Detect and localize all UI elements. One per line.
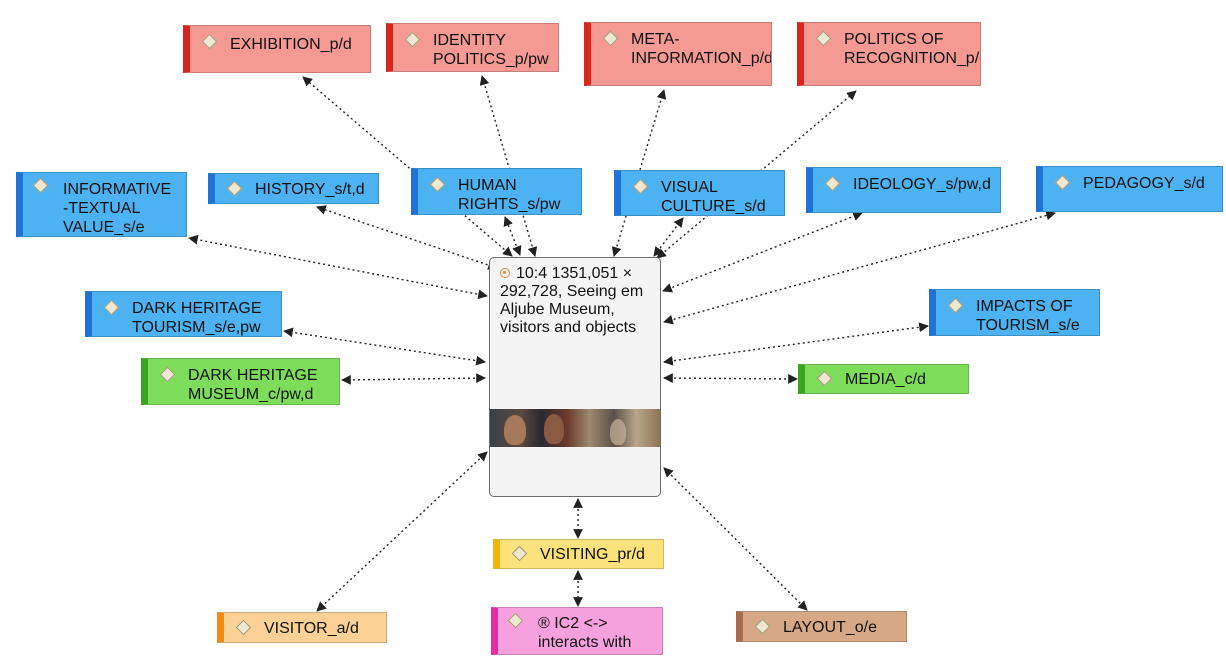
link-media — [663, 373, 798, 384]
node-informative-textual-value[interactable]: INFORMATIVE -TEXTUAL VALUE_s/e — [16, 172, 187, 237]
node-label: META-INFORMATION_p/d — [631, 31, 772, 67]
code-diamond-icon — [226, 180, 243, 197]
node-dark-heritage-tourism[interactable]: DARK HERITAGE TOURISM_s/e,pw — [85, 291, 282, 337]
node-label: ® IC2 <-> interacts with — [538, 615, 632, 651]
code-diamond-icon — [602, 30, 619, 47]
node-media[interactable]: MEDIA_c/d — [798, 364, 969, 394]
code-diamond-icon — [507, 612, 524, 629]
node-label: MEDIA_c/d — [845, 371, 926, 388]
node-label: DARK HERITAGE TOURISM_s/e,pw — [132, 300, 262, 336]
node-visual-culture[interactable]: VISUAL CULTURE_s/d — [614, 170, 785, 216]
link-history — [316, 205, 498, 270]
node-impacts-of-tourism[interactable]: IMPACTS OF TOURISM_s/e — [929, 289, 1100, 336]
code-diamond-icon — [632, 178, 649, 195]
link-exhibition — [302, 76, 513, 257]
node-ic2-interacts-with[interactable]: ® IC2 <-> interacts with — [491, 607, 663, 655]
node-layout[interactable]: LAYOUT_o/e — [736, 611, 907, 642]
quotation-text: 10:4 1351,051 × 292,728, Seeing em Aljub… — [500, 265, 644, 336]
node-label: PEDAGOGY_s/d — [1083, 175, 1205, 192]
code-diamond-icon — [947, 297, 964, 314]
node-meta-information[interactable]: META-INFORMATION_p/d — [584, 22, 772, 86]
node-label: IDEOLOGY_s/pw,d — [853, 176, 991, 193]
link-visual-culture — [653, 217, 684, 257]
link-visitor — [316, 451, 488, 612]
node-visiting[interactable]: VISITING_pr/d — [493, 539, 664, 569]
code-diamond-icon — [815, 30, 832, 47]
node-label: HISTORY_s/t,d — [255, 181, 365, 198]
node-pedagogy[interactable]: PEDAGOGY_s/d — [1036, 166, 1223, 212]
code-diamond-icon — [235, 619, 252, 636]
node-label: EXHIBITION_p/d — [230, 36, 352, 53]
code-diamond-icon — [754, 618, 771, 635]
node-politics-of-recognition[interactable]: POLITICS OF RECOGNITION_p/d — [797, 22, 981, 86]
node-history[interactable]: HISTORY_s/t,d — [208, 173, 379, 204]
link-informative-textual-value — [188, 234, 488, 300]
code-diamond-icon — [816, 370, 833, 387]
code-diamond-icon — [429, 176, 446, 193]
code-diamond-icon — [404, 31, 421, 48]
link-identity-politics — [479, 75, 538, 257]
node-label: IDENTITY POLITICS_p/pw — [433, 32, 549, 68]
node-label: IMPACTS OF TOURISM_s/e — [976, 298, 1080, 334]
link-human-rights — [503, 216, 522, 256]
code-diamond-icon — [159, 366, 176, 383]
link-dark-heritage-museum — [341, 373, 486, 385]
node-label: POLITICS OF RECOGNITION_p/d — [844, 31, 981, 67]
link-dark-heritage-tourism — [283, 327, 486, 366]
quotation-thumbnail-image — [490, 409, 660, 447]
node-label: VISITOR_a/d — [264, 620, 359, 637]
node-identity-politics[interactable]: IDENTITY POLITICS_p/pw — [386, 23, 559, 72]
code-diamond-icon — [1054, 174, 1071, 191]
node-human-rights[interactable]: HUMAN RIGHTS_s/pw — [411, 168, 582, 215]
node-ideology[interactable]: IDEOLOGY_s/pw,d — [806, 167, 1001, 213]
code-diamond-icon — [32, 177, 49, 194]
node-exhibition[interactable]: EXHIBITION_p/d — [183, 25, 371, 73]
quotation-icon — [500, 268, 510, 278]
node-label: LAYOUT_o/e — [783, 619, 877, 636]
code-diamond-icon — [103, 299, 120, 316]
quotation-text-block: 10:4 1351,051 × 292,728, Seeing em Aljub… — [500, 265, 654, 337]
link-impacts-of-tourism — [663, 322, 929, 366]
link-ideology — [662, 211, 863, 293]
code-diamond-icon — [201, 33, 218, 50]
node-label: DARK HERITAGE MUSEUM_c/pw,d — [188, 367, 318, 403]
node-label: VISITING_pr/d — [540, 546, 645, 563]
node-dark-heritage-museum[interactable]: DARK HERITAGE MUSEUM_c/pw,d — [141, 358, 340, 405]
code-diamond-icon — [824, 175, 841, 192]
node-visitor[interactable]: VISITOR_a/d — [217, 612, 387, 643]
link-layout — [663, 467, 808, 611]
node-label: INFORMATIVE -TEXTUAL VALUE_s/e — [63, 181, 172, 236]
node-label: HUMAN RIGHTS_s/pw — [458, 177, 561, 213]
node-label: VISUAL CULTURE_s/d — [661, 179, 766, 215]
link-politics-of-recognition — [656, 90, 857, 259]
quotation-card[interactable]: 10:4 1351,051 × 292,728, Seeing em Aljub… — [489, 257, 661, 497]
code-diamond-icon — [511, 545, 528, 562]
